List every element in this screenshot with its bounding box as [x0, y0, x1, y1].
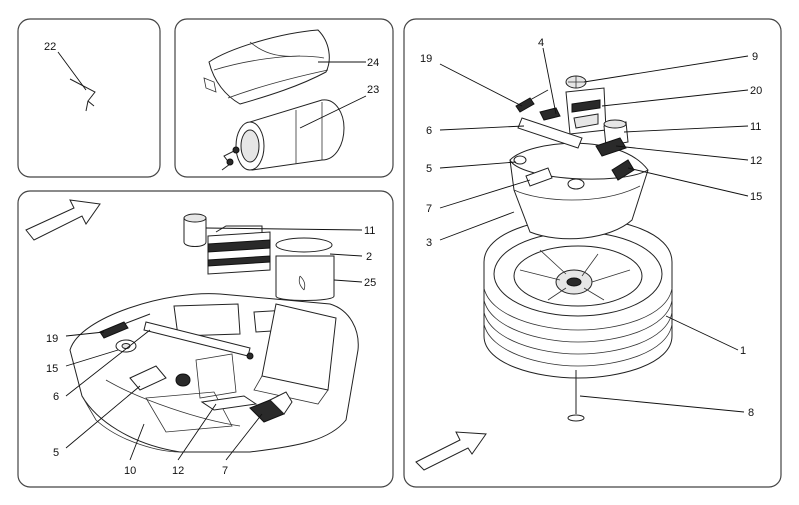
leader-8: [579, 395, 745, 413]
leader-3: [439, 211, 515, 241]
leader-6: [439, 125, 525, 131]
leader-19: [439, 63, 523, 107]
leader-1: [665, 315, 739, 351]
callout-12: 12: [750, 155, 762, 167]
direction-arrow-right: [415, 431, 487, 471]
leader-20: [601, 89, 749, 107]
wrench-12: [200, 395, 258, 411]
screwdriver-19b: [515, 89, 549, 113]
panel-spare-wheel: 19 4 9 20 6 11 12 5 15 7 3 1 8: [403, 18, 782, 488]
tool-bag-24: [203, 29, 330, 105]
leader-5: [65, 385, 141, 449]
callout-25: 25: [364, 277, 376, 289]
callout-9: 9: [752, 51, 758, 63]
leader-11: [623, 125, 749, 133]
bolt-8: [567, 370, 585, 422]
callout-12: 12: [172, 465, 184, 477]
leader-7: [225, 413, 263, 461]
screwdriver-19: [99, 313, 151, 339]
leader-6: [65, 329, 151, 397]
wrench-12b: [595, 137, 627, 157]
callout-4: 4: [538, 37, 544, 49]
callout-11: 11: [750, 121, 761, 133]
leader-12: [177, 403, 217, 461]
callout-6: 6: [426, 125, 432, 137]
callout-7: 7: [426, 203, 432, 215]
callout-10: 10: [124, 465, 136, 477]
sealant-bottle-11: [183, 213, 207, 247]
callout-7: 7: [222, 465, 228, 477]
callout-22: 22: [44, 41, 56, 53]
spare-tyre-1: [483, 217, 673, 379]
callout-19: 19: [420, 53, 432, 65]
leader-9: [583, 55, 749, 83]
leader-4: [542, 47, 557, 115]
leader-12: [615, 145, 749, 161]
callout-5: 5: [426, 163, 432, 175]
callout-5: 5: [53, 447, 59, 459]
leader-25: [333, 279, 363, 283]
callout-11: 11: [364, 225, 375, 237]
leader-5: [439, 161, 517, 169]
jack-part-5: [129, 365, 191, 391]
leader-2: [329, 253, 363, 257]
leader-11: [205, 227, 363, 231]
callout-8: 8: [748, 407, 754, 419]
items-5-7: [513, 155, 585, 190]
tray-body-10: [69, 293, 359, 453]
panel-bag-cylinder: 24 23: [174, 18, 394, 178]
leader-23: [299, 95, 367, 129]
cap-9: [565, 75, 587, 89]
callout-3: 3: [426, 237, 432, 249]
callout-20: 20: [750, 85, 762, 97]
case-25: [275, 255, 335, 301]
callout-24: 24: [367, 57, 379, 69]
direction-arrow-left: [25, 199, 101, 241]
compressor-20: [565, 87, 607, 135]
bottle-11b: [603, 119, 629, 147]
callout-15: 15: [46, 363, 58, 375]
eye-ring-15: [115, 339, 137, 353]
callout-19: 19: [46, 333, 58, 345]
callout-23: 23: [367, 84, 379, 96]
leader-22: [57, 51, 87, 91]
leader-15: [627, 167, 749, 197]
panel-tool-22: 22: [17, 18, 161, 178]
callout-1: 1: [740, 345, 746, 357]
leader-7: [439, 179, 531, 209]
hose-ring-2: [275, 237, 333, 253]
callout-15: 15: [750, 191, 762, 203]
callout-2: 2: [366, 251, 372, 263]
panel-tool-tray: 11 2 25 19 15 6 5 10 12 7: [17, 190, 394, 488]
leader-15: [65, 349, 119, 367]
compressor-cylinder-23: [221, 99, 345, 171]
leader-10: [129, 423, 145, 461]
handle-15b: [611, 159, 635, 181]
rod-6: [143, 321, 254, 360]
leader-19: [65, 331, 105, 337]
callout-6: 6: [53, 391, 59, 403]
